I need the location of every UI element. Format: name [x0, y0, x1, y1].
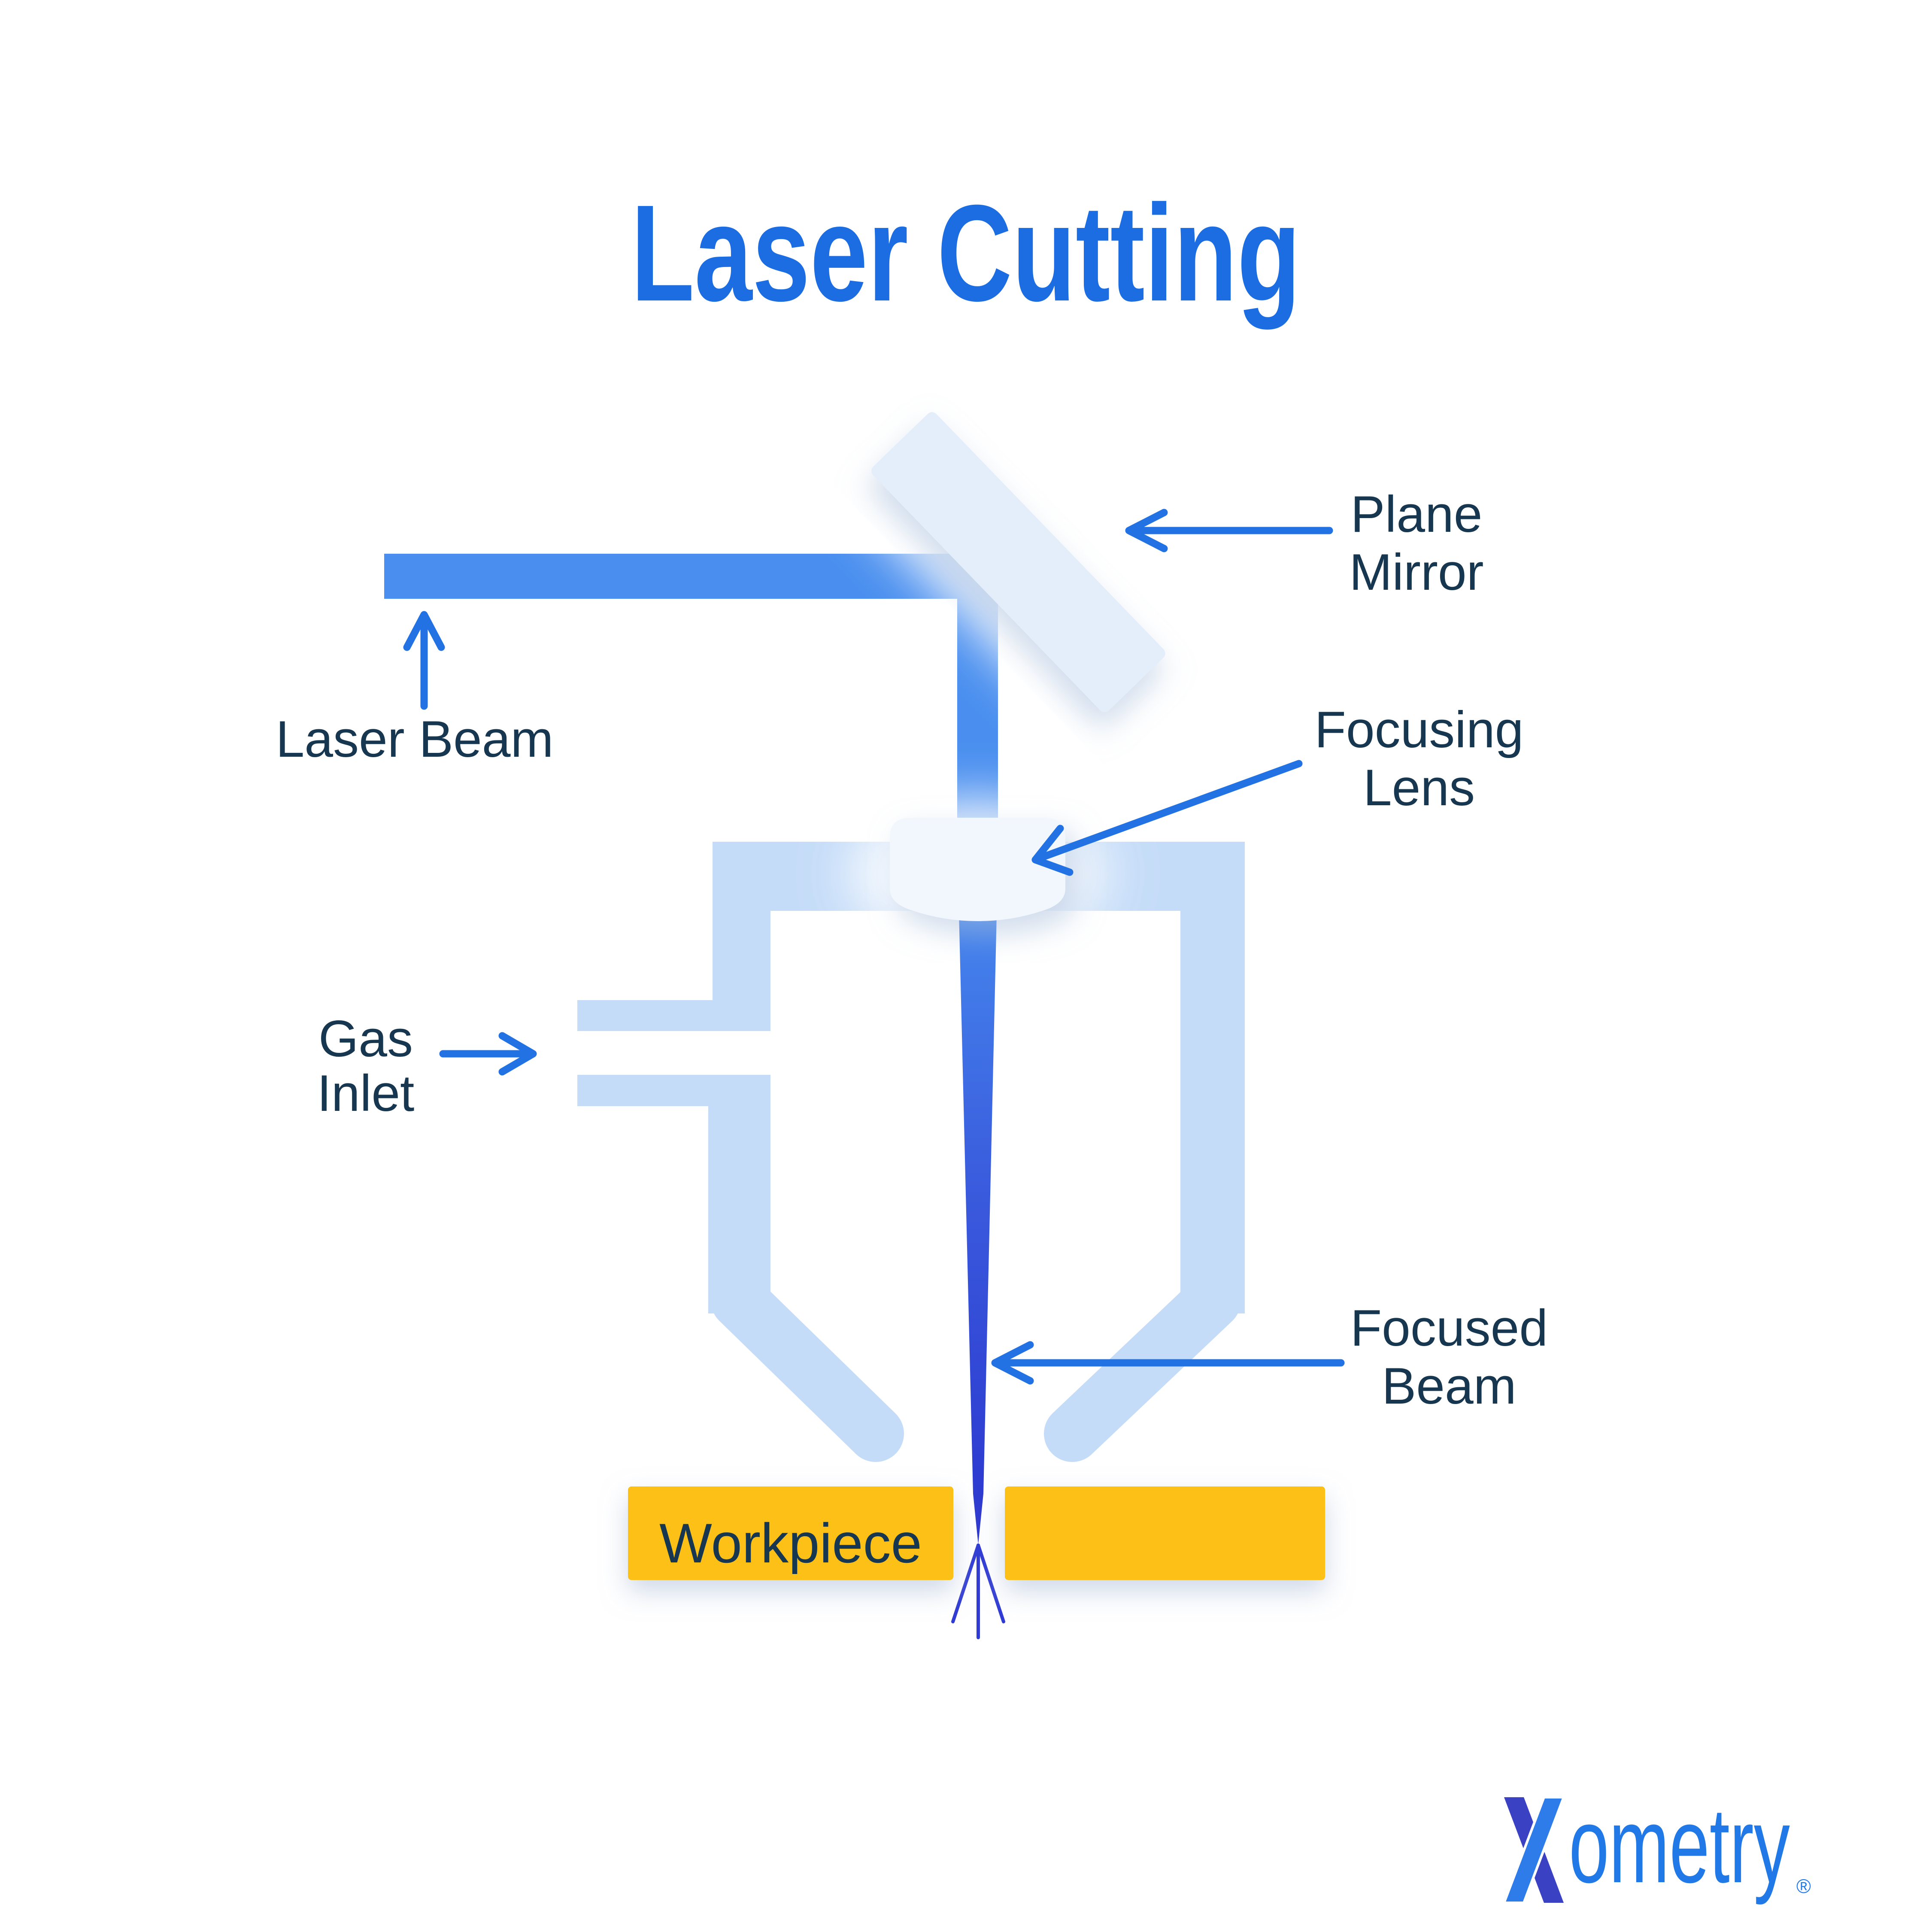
xometry-logo: ometry ®: [1502, 1785, 1811, 1905]
laser-beam-horizontal: [384, 554, 1004, 599]
label-focusing-lens-line1: Focusing: [1315, 701, 1524, 758]
focused-beam-arrow-icon: [991, 1341, 1345, 1385]
laser-beam-arrow-icon: [403, 611, 445, 710]
label-gas-inlet-line2: Inlet: [317, 1065, 415, 1122]
nozzle-left-upper-wall: [713, 842, 770, 1031]
gas-inlet-pipe-top: [577, 1000, 770, 1031]
logo-x-front-ribbon: [1502, 1796, 1566, 1904]
spark-lines: [951, 1544, 1005, 1639]
spark-left: [951, 1544, 980, 1623]
spark-right: [977, 1544, 1005, 1623]
plane-mirror-arrow-icon: [1125, 509, 1333, 552]
plane-mirror-shape: [871, 412, 1165, 713]
plane-mirror: [825, 367, 1210, 759]
nozzle-right-tip: [1044, 1272, 1241, 1462]
gas-inlet-arrow-icon: [439, 1032, 537, 1076]
workpiece-left: [628, 1486, 953, 1580]
focusing-lens-arrow-icon: [1031, 760, 1303, 876]
xometry-logo-x-icon: [1502, 1796, 1566, 1904]
label-focusing-lens-line2: Lens: [1363, 759, 1475, 816]
workpiece-label: Workpiece: [659, 1512, 922, 1574]
nozzle-right-wall: [1180, 842, 1245, 1313]
registered-mark: ®: [1796, 1875, 1811, 1897]
xometry-logo-wordmark: ometry: [1569, 1785, 1790, 1905]
label-focused-beam-line2: Beam: [1382, 1357, 1516, 1415]
focused-beam: [958, 895, 997, 1544]
diagram-labels: Plane Mirror Focusing Lens Laser Beam Ga…: [276, 485, 1548, 1415]
focusing-lens: [890, 818, 1065, 921]
annotation-arrows: [403, 509, 1345, 1385]
label-gas-inlet-line1: Gas: [318, 1010, 413, 1068]
workpiece: Workpiece: [628, 1486, 1325, 1580]
label-plane-mirror-line1: Plane: [1351, 485, 1483, 543]
page-title: Laser Cutting: [631, 176, 1301, 331]
label-focused-beam-line1: Focused: [1350, 1299, 1548, 1357]
label-laser-beam: Laser Beam: [276, 710, 554, 768]
nozzle-left-tip: [711, 1272, 904, 1462]
label-plane-mirror-line2: Mirror: [1349, 543, 1483, 601]
workpiece-right: [1005, 1486, 1325, 1580]
